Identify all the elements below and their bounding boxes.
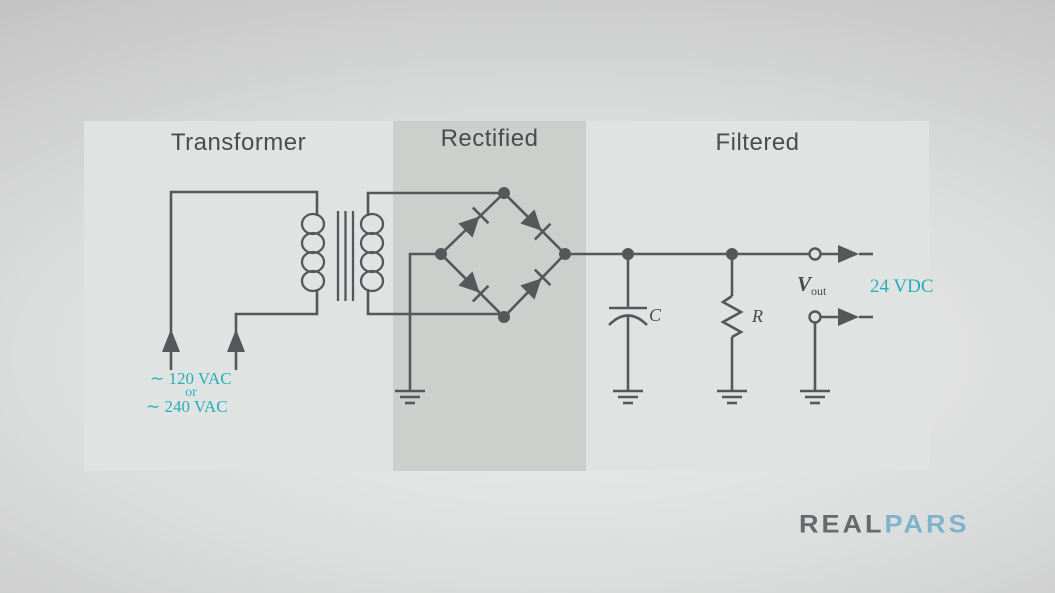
diode-1 — [458, 206, 490, 238]
vout-symbol: V — [797, 272, 812, 296]
logo-text-pars: PARS — [884, 510, 970, 538]
ac-source-arrow-2 — [227, 329, 245, 352]
diode-4 — [520, 268, 552, 300]
ground-symbol-3 — [717, 389, 747, 405]
capacitor-label: C — [649, 305, 662, 325]
ground-symbol-1 — [395, 389, 425, 405]
rectified-band — [393, 121, 586, 471]
section-title-filtered: Filtered — [715, 129, 800, 156]
ground-symbol-2 — [613, 389, 643, 405]
section-title-rectified: Rectified — [440, 125, 539, 152]
ac-source-arrow-1 — [162, 329, 180, 352]
output-terminal-negative — [800, 308, 873, 405]
capacitor-symbol — [608, 254, 648, 405]
vout-label: Vout — [797, 272, 826, 299]
bridge-node-top — [498, 187, 510, 199]
vout-subscript: out — [811, 284, 827, 299]
output-voltage-label: 24 VDC — [870, 276, 934, 297]
resistor-symbol — [717, 254, 747, 405]
realpars-logo: REALPARS — [799, 510, 970, 539]
primary-coil — [300, 212, 326, 293]
diode-3 — [458, 271, 490, 303]
bridge-node-bottom — [498, 311, 510, 323]
output-arrow-top — [838, 245, 859, 263]
ground-symbol-4 — [800, 389, 830, 405]
bridge-rectifier-symbol — [435, 187, 571, 323]
output-arrow-bottom — [838, 308, 859, 326]
transformer-symbol — [300, 211, 385, 301]
transformer-core — [336, 211, 355, 301]
dc-output-rail — [565, 248, 810, 260]
logo-text-real: REAL — [799, 510, 885, 538]
diode-2 — [520, 209, 552, 241]
bridge-ground-branch — [395, 252, 441, 405]
resistor-label: R — [752, 306, 763, 326]
primary-input-wires — [162, 190, 319, 370]
input-voltage-label-or: or — [185, 385, 197, 400]
output-terminal-positive — [808, 245, 873, 263]
input-voltage-label-240: ∼ 240 VAC — [146, 397, 228, 416]
section-title-transformer: Transformer — [170, 129, 307, 156]
secondary-wires — [366, 191, 504, 316]
input-voltage-label-120: ∼ 120 VAC — [150, 369, 232, 388]
secondary-coil — [359, 212, 385, 293]
